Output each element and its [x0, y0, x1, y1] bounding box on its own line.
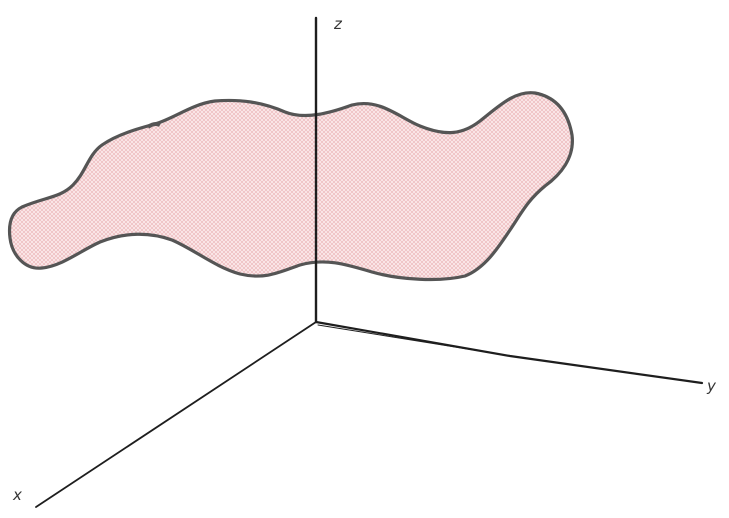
surface-blob	[7, 91, 574, 282]
y-axis	[314, 320, 704, 385]
y-axis-double-stroke	[317, 324, 506, 356]
surface-stroke-detail	[146, 121, 161, 129]
y-axis-label: y	[706, 377, 717, 395]
z-axis-label: z	[333, 15, 343, 33]
x-axis	[35, 321, 317, 508]
x-axis-label: x	[12, 486, 22, 504]
